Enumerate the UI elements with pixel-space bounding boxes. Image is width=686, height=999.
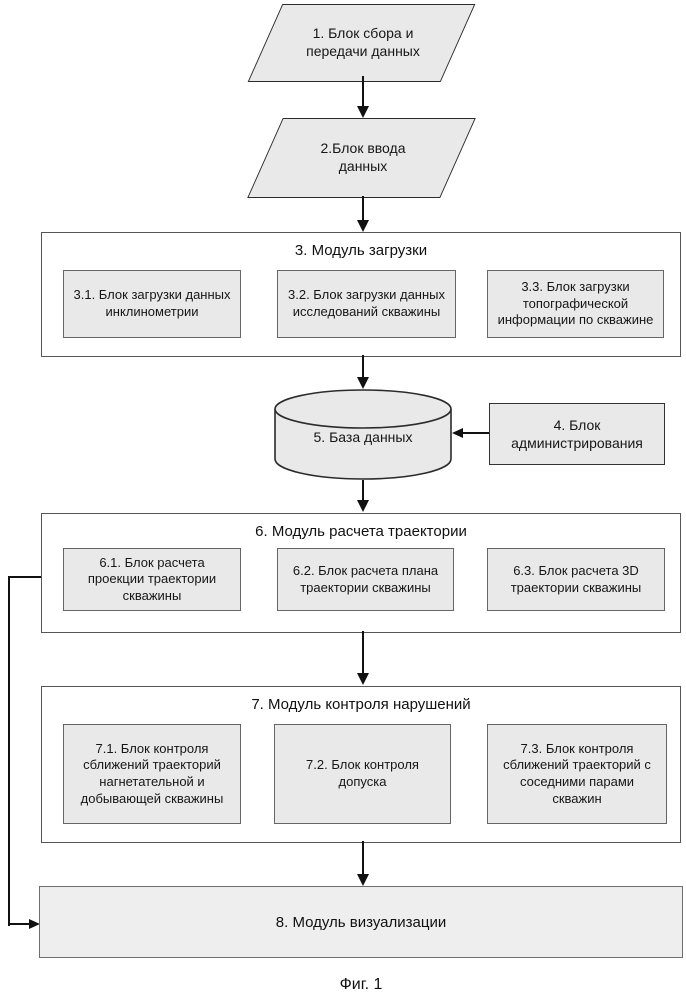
arrowhead-1-to-2 [357, 106, 369, 118]
arrowhead-admin-to-db [452, 428, 463, 438]
block-3-2-well-research-loading: 3.2. Блок загрузки данных исследований с… [277, 270, 456, 338]
block-6-1-projection-calculation: 6.1. Блок расчета проекции траектории ск… [63, 548, 241, 611]
arrow-line-db-to-6 [362, 480, 364, 501]
arrow-line-6-to-7 [362, 631, 364, 674]
admin-block: 4. Блок администрирования [489, 403, 665, 465]
database-cylinder [274, 389, 452, 480]
block-6-3-3d-calculation: 6.3. Блок расчета 3D траектории скважины [487, 548, 665, 611]
arrow-line-7-to-8 [362, 841, 364, 875]
module-7-violation-control: 7. Модуль контроля нарушений 7.1. Блок к… [41, 686, 681, 843]
module-6-trajectory-calculation: 6. Модуль расчета траектории 6.1. Блок р… [41, 513, 681, 633]
block-7-1-injection-production-proximity-control: 7.1. Блок контроля сближений траекторий … [63, 724, 241, 824]
feedback-line-vertical-segment [8, 576, 10, 926]
block-7-3-neighbor-pairs-proximity-control: 7.3. Блок контроля сближений траекторий … [487, 724, 667, 824]
feedback-line-top-segment [8, 576, 41, 578]
block-6-2-plan-calculation: 6.2. Блок расчета плана траектории скваж… [277, 548, 454, 611]
data-collection-block-label: 1. Блок сбора и передачи данных [306, 24, 420, 59]
arrow-line-2-to-3 [362, 196, 364, 222]
arrowhead-6-to-7 [357, 673, 369, 685]
block-7-2-tolerance-control: 7.2. Блок контроля допуска [274, 724, 451, 824]
module-8-visualization: 8. Модуль визуализации [39, 886, 683, 958]
arrowhead-3-to-db [357, 377, 369, 389]
block-3-1-inclinometry-loading: 3.1. Блок загрузки данных инклинометрии [63, 270, 241, 338]
arrow-line-1-to-2 [362, 76, 364, 108]
arrowhead-2-to-3 [357, 220, 369, 232]
module-3-loading: 3. Модуль загрузки 3.1. Блок загрузки да… [41, 232, 681, 357]
module-7-title: 7. Модуль контроля нарушений [251, 696, 471, 713]
arrowhead-feedback-to-8 [29, 919, 40, 929]
arrowhead-db-to-6 [357, 500, 369, 512]
figure-caption: Фиг. 1 [339, 976, 383, 993]
feedback-line-bottom-segment [8, 923, 30, 925]
arrowhead-7-to-8 [357, 874, 369, 886]
arrow-line-3-to-db [362, 355, 364, 378]
data-input-block-label: 2.Блок ввода данных [320, 139, 406, 174]
arrow-line-admin-to-db [463, 432, 489, 434]
database-label: 5. База данных [313, 428, 413, 445]
block-3-3-topographic-loading: 3.3. Блок загрузки топографической инфор… [487, 270, 664, 338]
module-3-title: 3. Модуль загрузки [294, 242, 428, 259]
module-6-title: 6. Модуль расчета траектории [255, 523, 467, 540]
